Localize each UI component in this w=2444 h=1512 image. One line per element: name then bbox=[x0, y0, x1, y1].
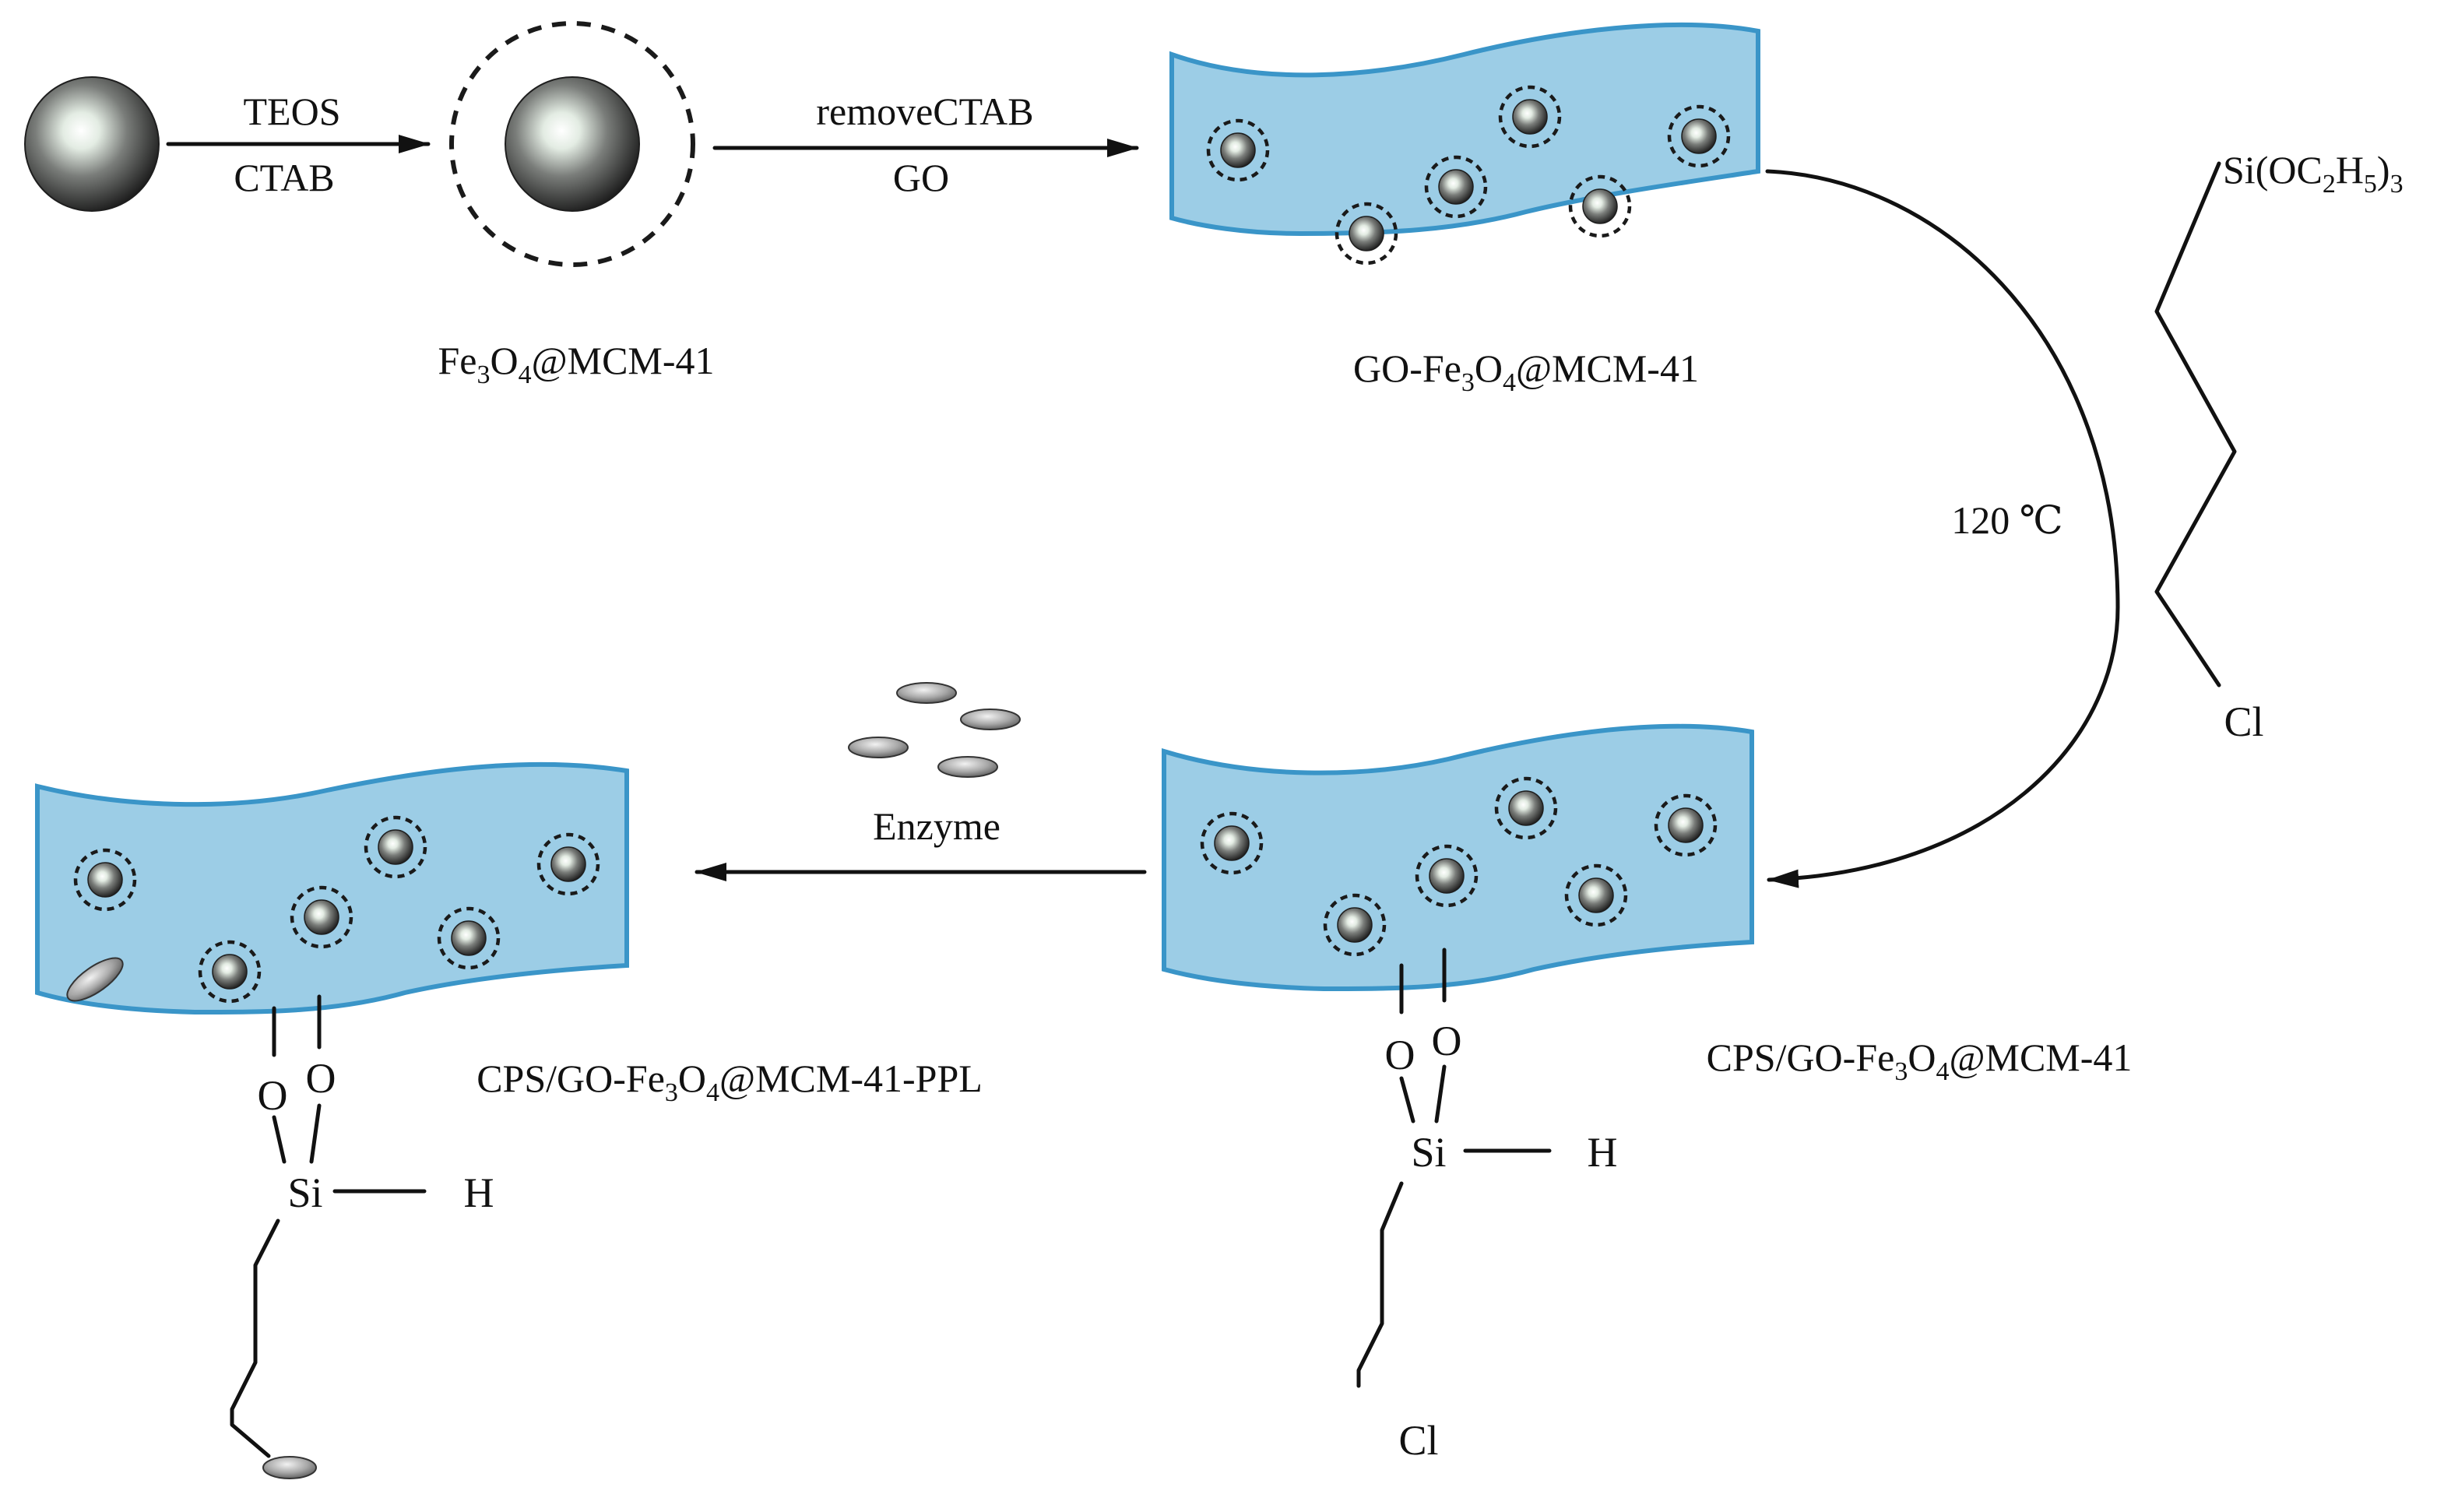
arrow-step3 bbox=[1765, 169, 2120, 888]
mcm41-shell bbox=[1568, 174, 1632, 238]
fe3o4-sphere-icon bbox=[24, 76, 160, 212]
cps-composite-label: CPS/GO-Fe3O4@MCM-41 bbox=[1707, 1036, 2133, 1086]
fe3o4-sphere-icon bbox=[451, 920, 487, 956]
mcm41-shell bbox=[198, 940, 262, 1004]
fe3o4-sphere-icon bbox=[212, 954, 248, 990]
step3-condition: 120 ℃ bbox=[1951, 498, 2062, 542]
ppl-hydrogen: H bbox=[464, 1169, 494, 1216]
fe3o4-sphere-icon bbox=[304, 899, 339, 935]
mcm41-shell bbox=[364, 815, 427, 879]
cps-hydrogen: H bbox=[1588, 1129, 1618, 1176]
enzyme-ellipse-icon bbox=[937, 756, 998, 778]
step1-reagent-bottom: CTAB bbox=[234, 156, 334, 199]
ppl-oxygen-left: O bbox=[258, 1072, 288, 1119]
go-composite-label: GO-Fe3O4@MCM-41 bbox=[1353, 346, 1699, 397]
core-shell-label: Fe3O4@MCM-41 bbox=[438, 339, 714, 389]
fe3o4-sphere-icon bbox=[1512, 99, 1548, 135]
cps-oxygen-left: O bbox=[1385, 1032, 1415, 1078]
mcm41-shell bbox=[449, 21, 695, 267]
fe3o4-sphere-icon bbox=[378, 829, 413, 865]
ppl-linker-bonds bbox=[230, 994, 427, 1458]
fe3o4-sphere-icon bbox=[1337, 907, 1373, 943]
fe3o4-sphere-icon bbox=[1438, 169, 1474, 205]
enzyme-ellipse-icon bbox=[848, 737, 909, 758]
mcm41-shell bbox=[290, 885, 353, 949]
mcm41-shell bbox=[1654, 793, 1718, 857]
mcm41-shell bbox=[1564, 863, 1628, 927]
enzyme-ellipse-icon bbox=[66, 957, 124, 1002]
go-composite-sheet bbox=[1169, 22, 1760, 237]
fe3o4-sphere-icon bbox=[1582, 188, 1618, 224]
particle-group-ppl bbox=[73, 815, 600, 1004]
step2-reagent-bottom: GO bbox=[893, 156, 949, 199]
silane-reagent bbox=[2154, 161, 2237, 687]
mcm41-shell bbox=[1323, 893, 1387, 957]
mcm41-shell bbox=[1424, 155, 1488, 219]
mcm41-shell bbox=[73, 848, 137, 912]
enzyme-ellipse-icon bbox=[896, 682, 957, 704]
mcm41-shell bbox=[1335, 202, 1398, 265]
step2-reagent-top: removeCTAB bbox=[816, 90, 1033, 133]
fe3o4-sphere-icon bbox=[87, 862, 123, 898]
mcm41-shell bbox=[1206, 118, 1270, 182]
fe3o4-sphere-icon bbox=[1214, 825, 1250, 861]
fe3o4-sphere-icon bbox=[1668, 807, 1704, 843]
enzyme-ellipse-icon bbox=[262, 1456, 317, 1479]
ppl-oxygen-right: O bbox=[306, 1055, 336, 1102]
cps-linker-bonds bbox=[1356, 948, 1552, 1388]
mcm41-shell bbox=[1494, 776, 1558, 840]
mcm41-shell bbox=[1498, 85, 1562, 149]
fe3o4-sphere-icon bbox=[1578, 877, 1614, 913]
silane-terminal-label: Cl bbox=[2224, 698, 2263, 745]
mcm41-shell bbox=[1415, 844, 1479, 908]
mcm41-shell bbox=[437, 906, 501, 970]
fe3o4-sphere-icon bbox=[550, 846, 586, 882]
mcm41-shell bbox=[1667, 104, 1731, 168]
cps-oxygen-right: O bbox=[1432, 1018, 1462, 1064]
fe3o4-sphere-icon bbox=[1508, 790, 1544, 826]
silane-head-label: Si(OC2H5)3 bbox=[2223, 148, 2404, 199]
ppl-composite-label: CPS/GO-Fe3O4@MCM-41-PPL bbox=[476, 1057, 983, 1107]
step1-reagent-top: TEOS bbox=[244, 90, 341, 133]
fe3o4-sphere-icon bbox=[1349, 216, 1384, 251]
cps-composite-sheet bbox=[1162, 723, 1754, 992]
enzyme-ellipse-icon bbox=[960, 709, 1021, 730]
fe3o4-sphere-icon bbox=[505, 76, 640, 212]
particle-group-cps bbox=[1200, 776, 1718, 957]
mcm41-shell bbox=[536, 832, 600, 896]
cps-terminal: Cl bbox=[1398, 1417, 1438, 1464]
fe3o4-sphere-icon bbox=[1429, 858, 1465, 894]
fe3o4-sphere-icon bbox=[1681, 118, 1717, 154]
step4-reagent: Enzyme bbox=[873, 804, 1000, 848]
fe3o4-sphere-icon bbox=[1220, 132, 1256, 168]
mcm41-shell bbox=[1200, 811, 1264, 875]
ppl-silicon: Si bbox=[287, 1169, 322, 1216]
cps-silicon: Si bbox=[1411, 1129, 1446, 1176]
particle-group-go bbox=[1206, 85, 1731, 265]
